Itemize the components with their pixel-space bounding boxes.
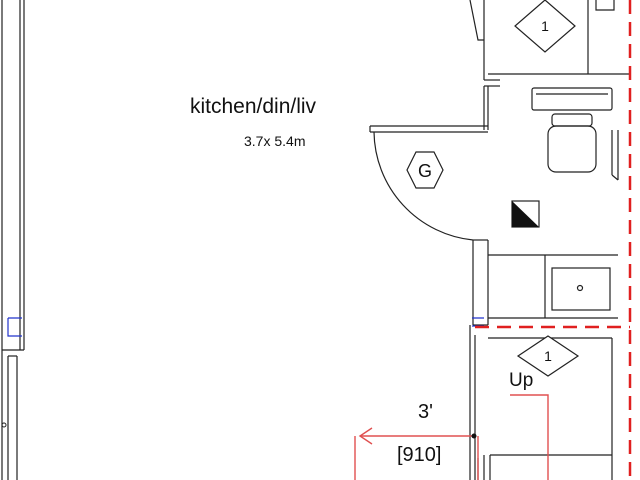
room-name-label: kitchen/din/liv [190,95,317,118]
bathroom-partition-lower [488,254,618,319]
stair-direction-label: Up [509,370,534,391]
window-marker [7,317,22,337]
gas-meter-tag: G [406,151,444,189]
door-tag-stair-label: 1 [544,348,552,364]
bathroom-fixtures [488,0,630,181]
wall-fixing-mark [1,422,7,428]
dimension-line [354,427,479,480]
door-tag-top-label: 1 [541,18,549,34]
dimension-imperial-label: 3' [418,401,433,423]
site-boundary-line [475,0,632,480]
gas-meter-tag-label: G [418,161,432,181]
dimension-anchor-dot [471,433,477,439]
door-tag-stair: 1 [516,335,580,377]
left-exterior-wall [1,0,25,480]
stair-arrow-line [510,394,549,480]
dimension-metric-label: [910] [397,444,442,466]
extract-fan-symbol [511,200,540,228]
door-leaf-top [469,0,484,41]
bathroom-partition-wall [369,0,500,480]
door-tag-top: 1 [514,0,576,53]
room-dimensions-label: 3.7x 5.4m [244,133,306,149]
door-swing-arc [373,131,474,241]
